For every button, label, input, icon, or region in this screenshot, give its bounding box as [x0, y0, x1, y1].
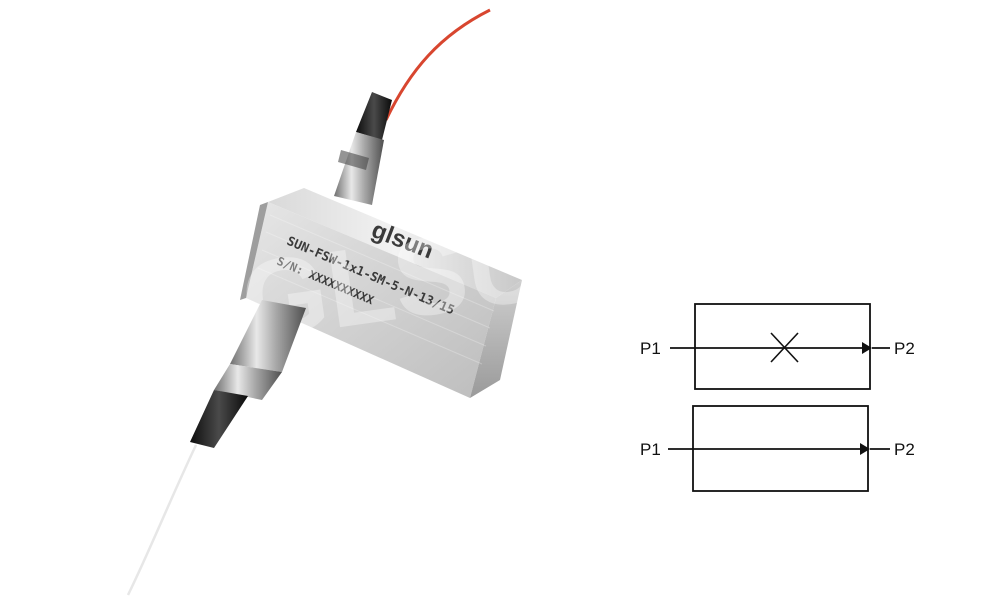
red-fiber: [384, 8, 491, 121]
bottom-right-port-label: P2: [894, 440, 915, 459]
top-connector: [334, 92, 392, 205]
arrow-right-icon: [862, 342, 872, 354]
diagram-box-top: [694, 303, 871, 390]
top-right-port-label: P2: [894, 339, 915, 358]
white-fiber: [126, 444, 198, 596]
top-left-port-label: P1: [640, 339, 661, 358]
switch-body: glsun SUN-FSW-1x1-SM-5-N-13/15 S/N: XXXX…: [234, 188, 633, 398]
bottom-connector: [190, 300, 306, 448]
switch-diagram: P1 P2 P1 P2: [640, 303, 915, 492]
arrow-right-icon: [860, 443, 870, 455]
block-cross-icon-stroke: [770, 332, 799, 363]
bottom-left-port-label: P1: [640, 440, 661, 459]
